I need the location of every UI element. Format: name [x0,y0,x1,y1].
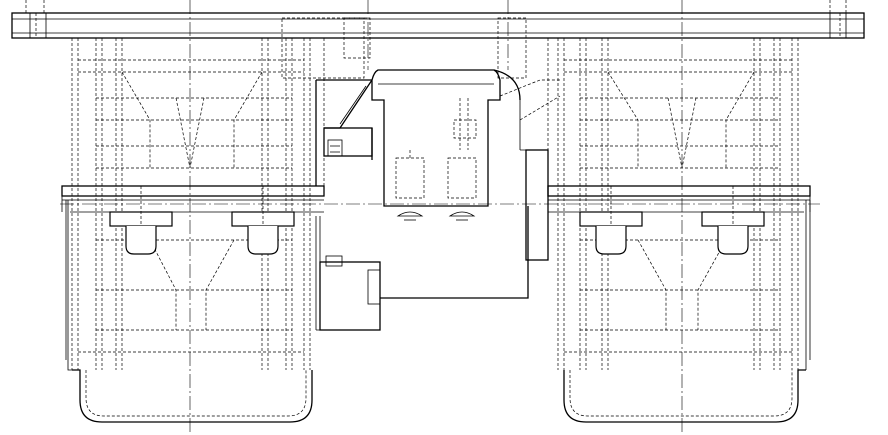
right-housing [557,38,811,423]
left-rail [61,185,325,255]
top-plate [11,12,865,39]
centre-mechanism [281,17,561,331]
right-rail [547,185,811,255]
end-stubs [25,0,847,13]
left-housing [65,38,313,423]
centre-lines [60,0,820,435]
